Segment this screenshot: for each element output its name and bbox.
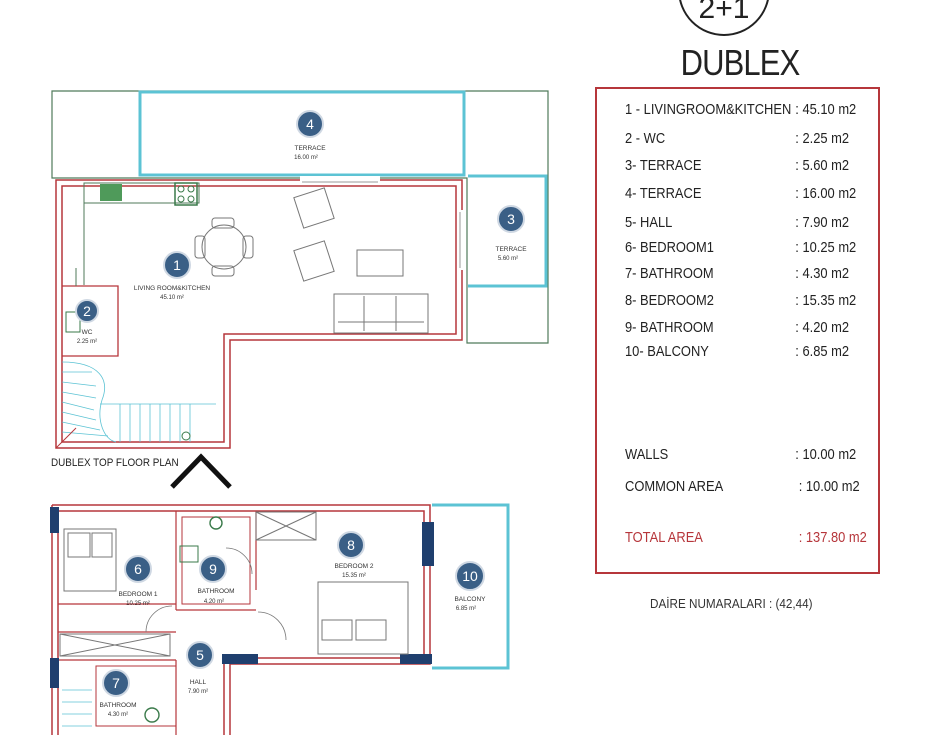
svg-text:BEDROOM 1: BEDROOM 1 — [118, 591, 157, 598]
door-swing — [145, 605, 173, 633]
room-label-4: 4 TERRACE 16.00 m² — [294, 110, 326, 161]
svg-text:BALCONY: BALCONY — [454, 596, 486, 603]
svg-text:BEDROOM 2: BEDROOM 2 — [334, 563, 373, 570]
armchair-icon — [293, 187, 335, 282]
svg-text:5.60 m²: 5.60 m² — [498, 256, 518, 262]
svg-text:6: 6 — [134, 561, 142, 577]
wall-outer — [55, 179, 463, 449]
svg-text:10: 10 — [462, 568, 478, 584]
sink-icon — [209, 516, 223, 530]
stair-direction-icon — [170, 453, 232, 489]
room-label-8: 8 BEDROOM 2 15.35 m² — [334, 531, 374, 579]
column — [222, 654, 258, 664]
sink-icon — [100, 184, 122, 201]
stairs — [62, 689, 92, 727]
svg-text:3: 3 — [507, 211, 515, 227]
column — [400, 654, 432, 664]
svg-text:5: 5 — [196, 647, 204, 663]
svg-text:6.85 m²: 6.85 m² — [456, 606, 476, 612]
bathroom-7-wall — [95, 665, 177, 727]
coffee-table-icon — [356, 249, 404, 277]
bed-icon — [63, 528, 409, 655]
room-label-2: 2 WC 2.25 m² — [75, 299, 99, 345]
area-table: 1 - LIVINGROOM&KITCHEN: 45.10 m2 2 - WC:… — [595, 87, 880, 574]
stairs — [61, 361, 216, 443]
wc-wall — [62, 285, 119, 357]
cooktop-icon — [174, 182, 198, 206]
svg-text:TERRACE: TERRACE — [294, 145, 326, 152]
apartment-numbers: DAİRE NUMARALARI : (42,44) — [650, 596, 813, 611]
wardrobe-icon — [255, 511, 317, 541]
svg-text:LIVING ROOM&KITCHEN: LIVING ROOM&KITCHEN — [134, 285, 211, 292]
svg-text:1: 1 — [173, 257, 181, 273]
svg-text:45.10 m²: 45.10 m² — [160, 295, 184, 301]
room-label-3: 3 TERRACE 5.60 m² — [495, 205, 527, 262]
svg-text:7: 7 — [112, 675, 120, 691]
svg-text:16.00 m²: 16.00 m² — [294, 155, 318, 161]
toilet-icon — [65, 311, 81, 333]
svg-text:15.35 m²: 15.35 m² — [342, 573, 366, 579]
toilet-icon — [179, 545, 199, 563]
svg-text:8: 8 — [347, 537, 355, 553]
dining-table-icon — [194, 217, 254, 277]
svg-text:10.25 m²: 10.25 m² — [126, 601, 150, 607]
top-floor-plan — [51, 90, 549, 489]
terrace-4-glass — [138, 90, 466, 177]
column — [50, 658, 59, 688]
door-swing — [257, 611, 287, 641]
svg-text:TERRACE: TERRACE — [495, 246, 527, 253]
room-label-5: 5 HALL 7.90 m² — [186, 641, 214, 695]
svg-text:HALL: HALL — [190, 679, 207, 686]
svg-text:4.30 m²: 4.30 m² — [108, 712, 128, 718]
column — [50, 507, 59, 533]
door-swing — [225, 547, 253, 575]
svg-text:4.20 m²: 4.20 m² — [204, 599, 224, 605]
room-label-9: 9 BATHROOM 4.20 m² — [197, 555, 235, 605]
room-label-10: 10 BALCONY 6.85 m² — [454, 561, 486, 612]
svg-text:WC: WC — [82, 329, 93, 336]
balcony-glass — [432, 503, 510, 670]
room-label-6: 6 BEDROOM 1 10.25 m² — [118, 555, 158, 607]
bathroom-9-wall — [181, 516, 251, 605]
room-label-1: 1 LIVING ROOM&KITCHEN 45.10 m² — [134, 251, 211, 301]
plan-title: DUBLEX — [680, 42, 801, 83]
wardrobe-icon — [59, 633, 171, 657]
type-badge-text: 2+1 — [698, 0, 750, 25]
sofa-icon — [333, 293, 429, 334]
svg-text:2: 2 — [83, 303, 91, 319]
terrace-3-glass — [468, 174, 548, 288]
top-floor-label: DUBLEX TOP FLOOR PLAN — [51, 457, 179, 469]
svg-text:7.90 m²: 7.90 m² — [188, 689, 208, 695]
svg-text:4: 4 — [306, 116, 314, 132]
svg-text:9: 9 — [209, 561, 217, 577]
interior-walls — [58, 511, 257, 735]
column — [422, 522, 434, 566]
room-label-7: 7 BATHROOM 4.30 m² — [99, 669, 137, 718]
sink-icon — [144, 707, 160, 723]
svg-text:2.25 m²: 2.25 m² — [77, 339, 97, 345]
kitchen-counter — [83, 182, 200, 204]
lower-floor-plan — [50, 503, 510, 735]
terrace-outline — [51, 90, 549, 344]
svg-text:BATHROOM: BATHROOM — [99, 702, 136, 709]
svg-text:BATHROOM: BATHROOM — [197, 588, 234, 595]
